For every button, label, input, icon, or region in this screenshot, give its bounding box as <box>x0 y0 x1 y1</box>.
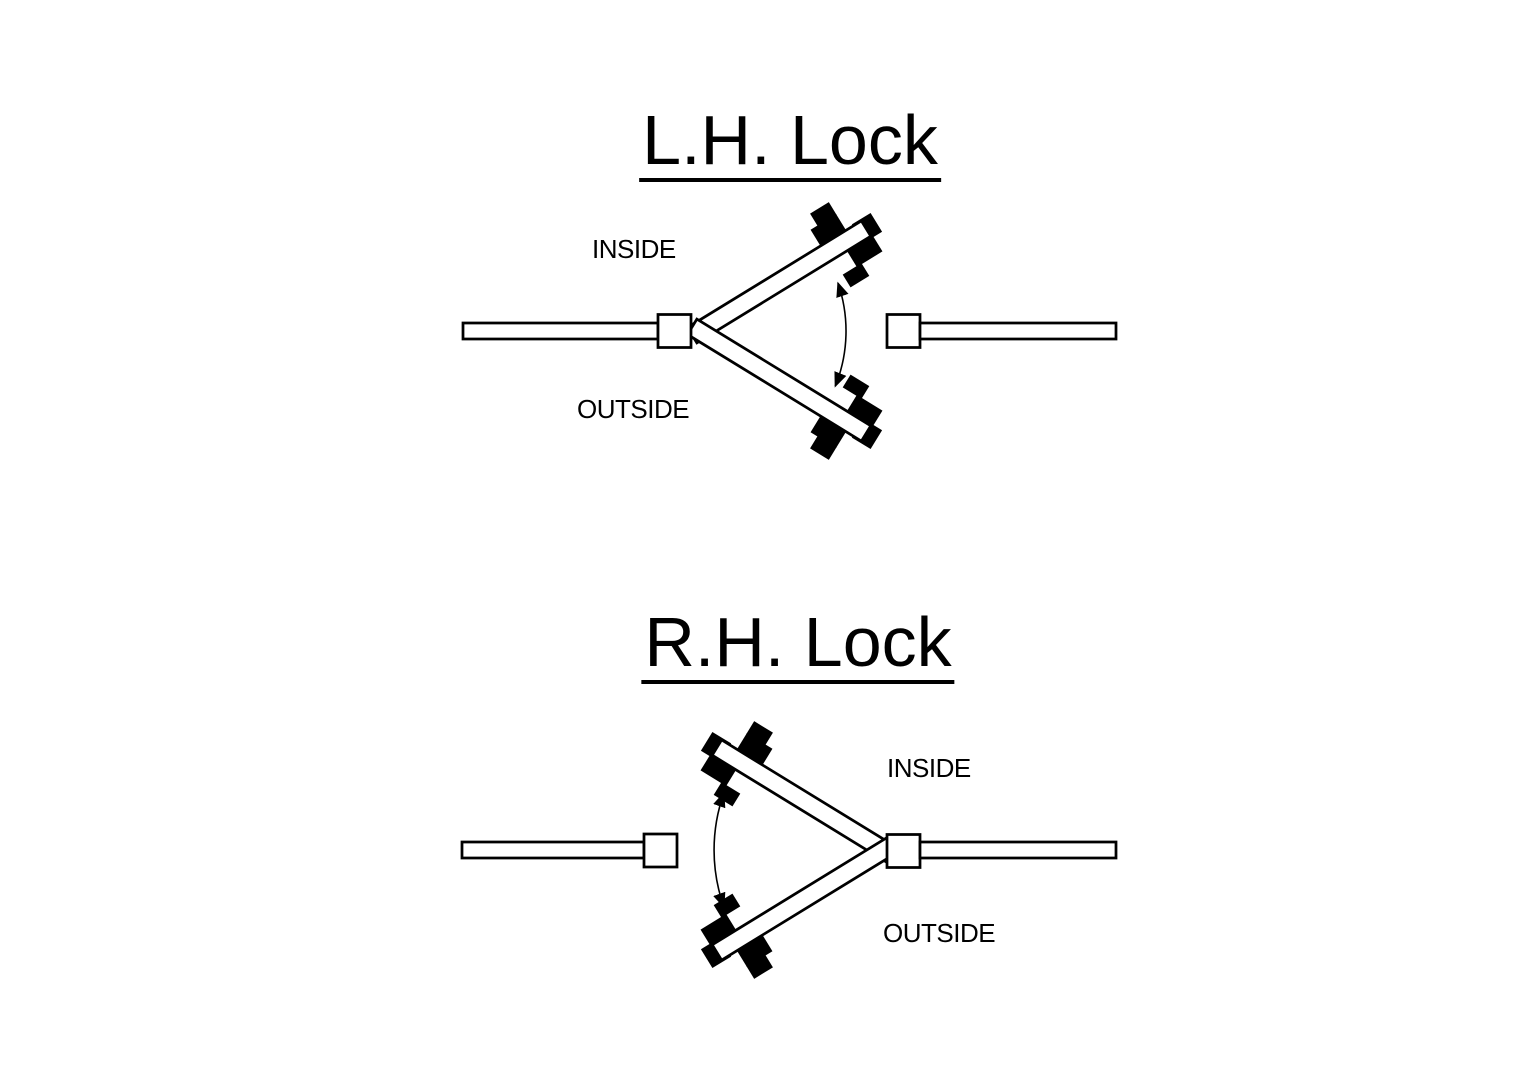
lh-inside-label: INSIDE <box>592 234 676 264</box>
lh-right-spindle <box>918 321 1118 341</box>
rh-inside-label: INSIDE <box>887 753 971 783</box>
lh-lock-title: L.H. Lock <box>639 105 941 182</box>
rh-right-spindle <box>918 840 1118 860</box>
rh-left-spindle <box>460 840 646 860</box>
rh-rotation-arrow-icon <box>713 791 726 909</box>
lh-right-hub <box>885 313 922 349</box>
rh-right-hub <box>885 833 922 869</box>
lh-left-spindle <box>461 321 660 341</box>
lh-lock-figure <box>461 185 1118 477</box>
rh-outside-label: OUTSIDE <box>883 918 996 948</box>
rh-lock-figure <box>460 704 1118 996</box>
rh-lock-title: R.H. Lock <box>641 607 955 684</box>
rh-left-hub <box>642 832 679 869</box>
lh-outside-label: OUTSIDE <box>577 394 690 424</box>
lh-rotation-arrow-icon <box>834 281 849 388</box>
lh-left-hub <box>656 313 693 349</box>
